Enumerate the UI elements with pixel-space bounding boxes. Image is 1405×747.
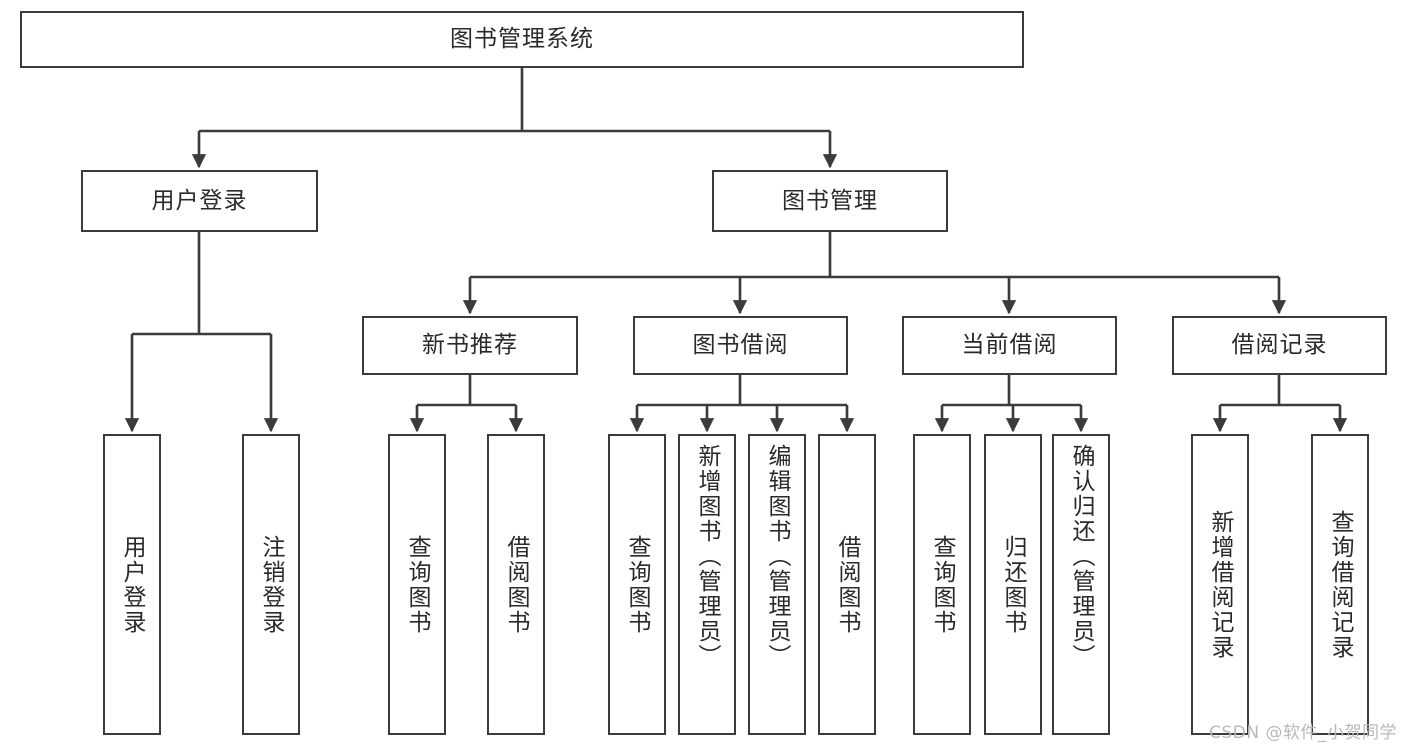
node-user-login[interactable]: 用户登录 — [81, 170, 318, 232]
leaf-label: 借阅图书 — [834, 534, 861, 635]
node-label: 当前借阅 — [961, 332, 1058, 359]
leaf-label: 用户登录 — [119, 534, 146, 635]
leaf-label: 编辑图书（管理员） — [764, 444, 791, 669]
leaf-return-book[interactable]: 归还图书 — [984, 434, 1042, 735]
leaf-query-borrow-record[interactable]: 查询借阅记录 — [1311, 434, 1369, 735]
leaf-label: 确认归还（管理员） — [1068, 444, 1095, 669]
node-label: 图书借阅 — [692, 332, 789, 359]
node-current-borrow[interactable]: 当前借阅 — [902, 316, 1117, 375]
node-new-book-recommend[interactable]: 新书推荐 — [362, 316, 578, 375]
leaf-query-book-recommend[interactable]: 查询图书 — [388, 434, 446, 735]
node-label: 图书管理系统 — [450, 26, 594, 53]
leaf-edit-book-admin[interactable]: 编辑图书（管理员） — [748, 434, 806, 735]
node-label: 借阅记录 — [1231, 332, 1328, 359]
leaf-label: 新增图书（管理员） — [694, 444, 721, 669]
leaf-user-login[interactable]: 用户登录 — [103, 434, 161, 735]
node-book-borrow[interactable]: 图书借阅 — [633, 316, 848, 375]
leaf-label: 查询图书 — [624, 534, 651, 635]
leaf-confirm-return-admin[interactable]: 确认归还（管理员） — [1052, 434, 1110, 735]
leaf-borrow-book-recommend[interactable]: 借阅图书 — [487, 434, 545, 735]
leaf-label: 新增借阅记录 — [1207, 509, 1234, 660]
watermark-text: CSDN @软件_小贺同学 — [1209, 723, 1397, 743]
leaf-label: 查询借阅记录 — [1327, 509, 1354, 660]
node-label: 用户登录 — [151, 187, 248, 214]
leaf-logout[interactable]: 注销登录 — [242, 434, 300, 735]
leaf-label: 查询图书 — [404, 534, 431, 635]
node-label: 新书推荐 — [422, 332, 518, 359]
node-book-management[interactable]: 图书管理 — [712, 170, 948, 232]
leaf-add-book-admin[interactable]: 新增图书（管理员） — [678, 434, 736, 735]
node-label: 图书管理 — [782, 187, 878, 214]
leaf-label: 查询图书 — [929, 534, 956, 635]
leaf-query-book-current[interactable]: 查询图书 — [913, 434, 971, 735]
node-borrow-records[interactable]: 借阅记录 — [1172, 316, 1387, 375]
node-root-book-management-system[interactable]: 图书管理系统 — [20, 11, 1024, 68]
leaf-label: 借阅图书 — [503, 534, 530, 635]
leaf-query-book-borrow[interactable]: 查询图书 — [608, 434, 666, 735]
leaf-label: 归还图书 — [1000, 534, 1027, 635]
leaf-label: 注销登录 — [258, 534, 285, 635]
leaf-add-borrow-record[interactable]: 新增借阅记录 — [1191, 434, 1249, 735]
leaf-borrow-book[interactable]: 借阅图书 — [818, 434, 876, 735]
